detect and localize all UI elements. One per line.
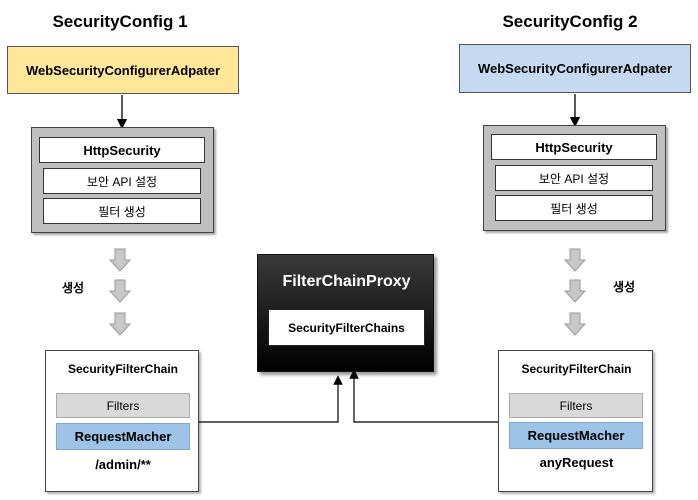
security-filter-chain-left: SecurityFilterChain Filters RequestMache… xyxy=(45,350,199,492)
generate-label-right: 생성 xyxy=(613,280,636,294)
http-security-container-left: HttpSecurity 보안 API 설정 필터 생성 xyxy=(31,127,214,233)
chain1-to-proxy-line xyxy=(190,375,343,423)
http-security-label-right: HttpSecurity xyxy=(491,134,657,160)
security-filter-chain-right: SecurityFilterChain Filters RequestMache… xyxy=(498,350,653,492)
request-matcher-box-right: RequestMacher xyxy=(509,422,643,449)
pattern-label-left: /admin/** xyxy=(95,457,151,472)
security-filter-chain-title-left: SecurityFilterChain xyxy=(67,362,179,376)
chain2-to-proxy-line xyxy=(349,369,498,423)
filter-create-box-left: 필터 생성 xyxy=(43,198,201,224)
api-setting-box-left: 보안 API 설정 xyxy=(43,168,201,194)
filters-box-right: Filters xyxy=(509,393,643,418)
http-security-container-right: HttpSecurity 보안 API 설정 필터 생성 xyxy=(483,125,666,231)
filter-chain-proxy: FilterChainProxy SecurityFilterChains xyxy=(257,254,434,372)
security-config-2-title: SecurityConfig 2 xyxy=(502,12,638,31)
api-setting-box-right: 보안 API 설정 xyxy=(495,165,653,191)
filter-chain-proxy-title: FilterChainProxy xyxy=(282,273,411,290)
generate-label-left: 생성 xyxy=(62,281,85,295)
adapter-box-left: WebSecurityConfigurerAdpater xyxy=(7,46,239,94)
generate-arrows-right xyxy=(563,248,587,336)
security-filter-chains-box: SecurityFilterChains xyxy=(268,309,425,346)
request-matcher-box-left: RequestMacher xyxy=(56,423,190,450)
filters-box-left: Filters xyxy=(56,393,190,418)
adapter-box-right: WebSecurityConfigurerAdpater xyxy=(459,44,691,93)
filter-create-box-right: 필터 생성 xyxy=(495,195,653,221)
generate-arrows-left xyxy=(108,248,132,336)
pattern-label-right: anyRequest xyxy=(539,455,614,470)
security-filter-chain-title-right: SecurityFilterChain xyxy=(521,362,632,376)
http-security-label-left: HttpSecurity xyxy=(39,137,205,163)
security-config-1-title: SecurityConfig 1 xyxy=(52,12,188,31)
